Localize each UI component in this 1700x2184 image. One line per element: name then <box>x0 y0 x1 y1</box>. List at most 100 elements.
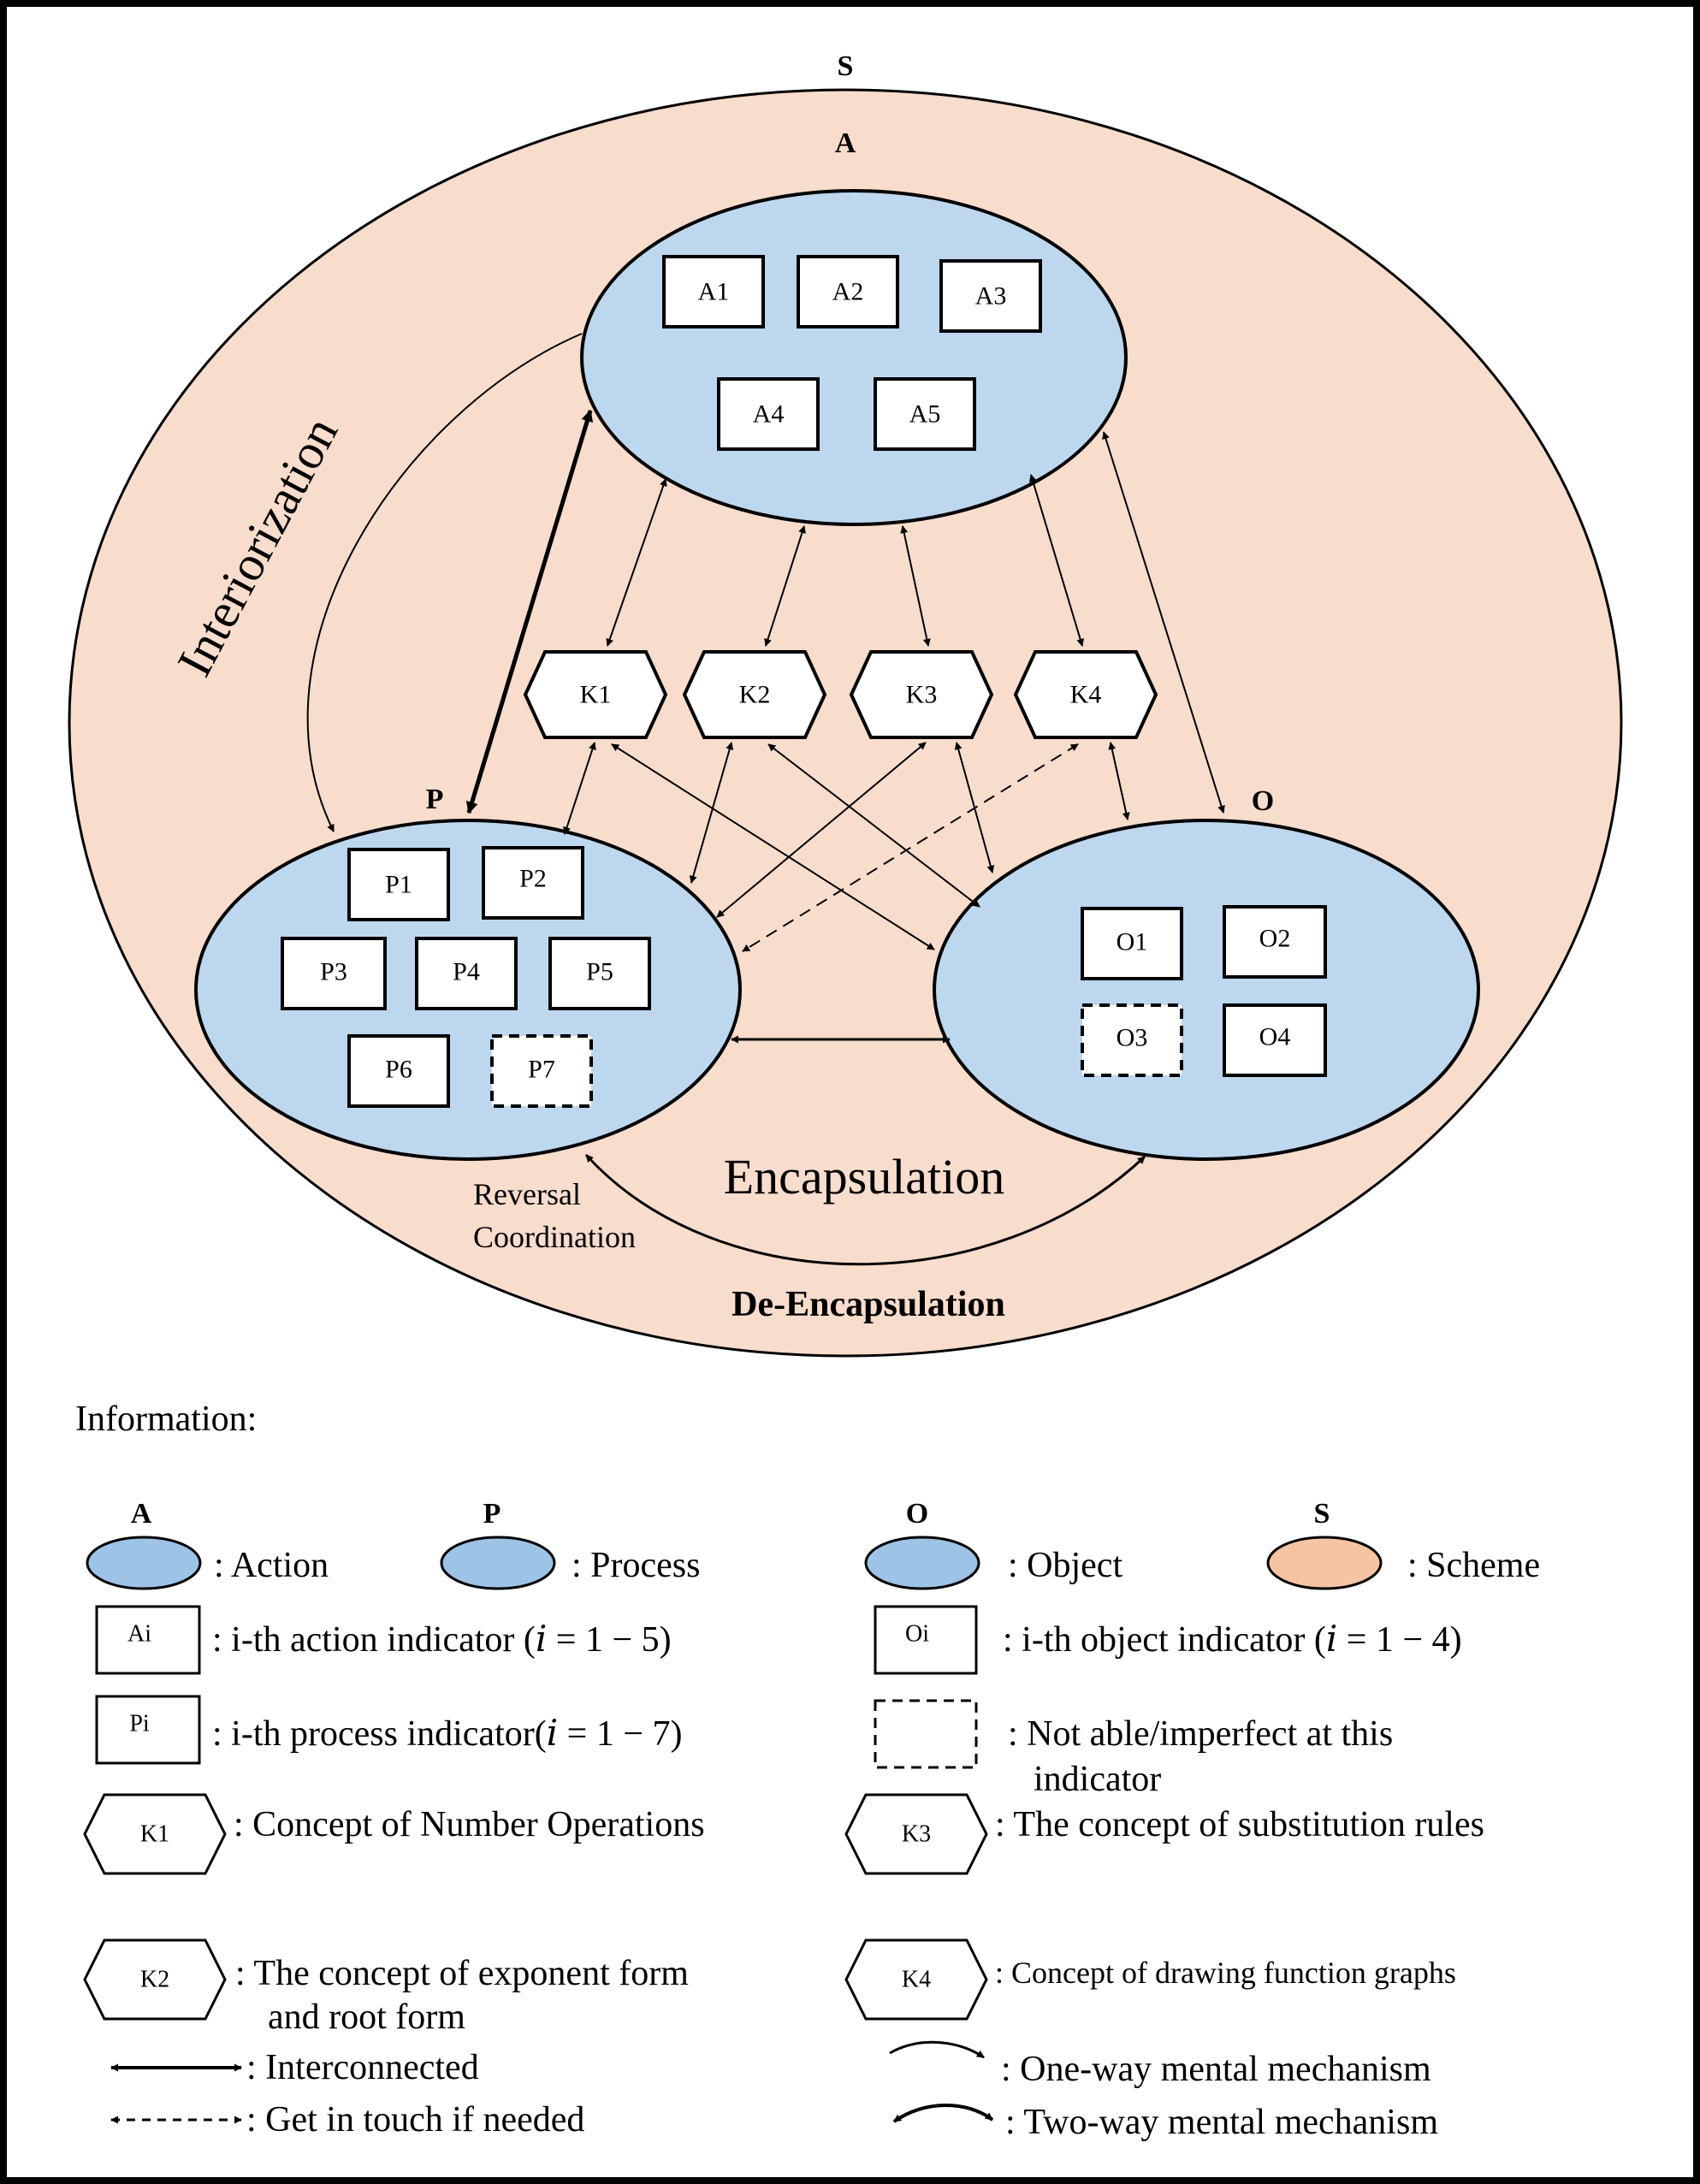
legend-object-ellipse <box>864 1536 980 1590</box>
svg-text:O4: O4 <box>1259 1023 1291 1051</box>
action-indicator-a4: A4 <box>717 377 820 451</box>
object-indicator-o2: O2 <box>1223 905 1327 979</box>
legend-k3-text: : The concept of substitution rules <box>995 1805 1484 1844</box>
legend-action-text: : Action <box>214 1546 329 1585</box>
legend-process-letter: P <box>483 1498 501 1530</box>
legend-process-ellipse <box>440 1536 556 1590</box>
legend-k4-hexagon <box>844 1938 988 2021</box>
legend-process-text: : Process <box>572 1546 701 1585</box>
svg-text:P5: P5 <box>586 958 613 986</box>
legend-ai-box-label: Ai <box>127 1621 151 1648</box>
legend-twoway-text: : Two-way mental mechanism <box>1005 2103 1438 2142</box>
legend-k4-label: K4 <box>902 1967 931 1993</box>
legend-oneway-text: : One-way mental mechanism <box>1001 2050 1431 2089</box>
svg-text:O2: O2 <box>1259 925 1291 953</box>
svg-text:A2: A2 <box>832 278 864 306</box>
svg-text:A3: A3 <box>975 282 1007 311</box>
legend-dashed-box <box>874 1699 978 1769</box>
svg-text:O3: O3 <box>1117 1024 1148 1052</box>
object-indicator-o1: O1 <box>1081 907 1183 980</box>
legend-oneway-arrow <box>889 2040 985 2059</box>
svg-text:P2: P2 <box>519 865 547 893</box>
svg-text:P3: P3 <box>320 958 347 986</box>
legend-pi-box <box>95 1695 201 1765</box>
process-indicator-p7: P7 <box>490 1034 593 1108</box>
svg-text:K1: K1 <box>580 681 612 709</box>
legend-oi-box-label: Oi <box>905 1621 929 1648</box>
coordination-label: Coordination <box>473 1220 636 1254</box>
action-indicator-a5: A5 <box>874 377 976 451</box>
encapsulation-label: Encapsulation <box>724 1149 1005 1204</box>
legend-interconnected-text: : Interconnected <box>246 2048 479 2087</box>
process-indicator-p4: P4 <box>415 937 518 1010</box>
svg-text:K4: K4 <box>1070 681 1102 709</box>
reversal-label: Reversal <box>473 1177 581 1211</box>
legend-k2-text-line1: : The concept of exponent form <box>235 1954 689 1993</box>
legend-touch-text: : Get in touch if needed <box>246 2100 584 2140</box>
process-indicator-p2: P2 <box>482 846 584 920</box>
action-indicator-a1: A1 <box>662 255 765 328</box>
legend-scheme-ellipse <box>1266 1536 1383 1590</box>
process-indicator-p3: P3 <box>281 937 387 1010</box>
arrows-action-concepts <box>606 474 1084 647</box>
svg-text:K2: K2 <box>739 681 771 709</box>
svg-text:A1: A1 <box>698 278 730 306</box>
legend-k2-text-line2: and root form <box>268 1998 465 2037</box>
object-label: O <box>1252 785 1274 817</box>
de-encapsulation-label: De-Encapsulation <box>732 1285 1005 1324</box>
encapsulation-arrow <box>584 1153 1146 1266</box>
scheme-label: S <box>838 50 854 82</box>
legend-oi-box <box>874 1605 978 1675</box>
arrows-concepts-po <box>563 742 1130 952</box>
legend-dashed-text-line1: : Not able/imperfect at this <box>1008 1714 1393 1754</box>
legend-k3-hexagon <box>844 1793 988 1875</box>
legend-dashed-text-line2: indicator <box>1034 1760 1161 1799</box>
svg-text:A4: A4 <box>753 400 785 429</box>
svg-text:P7: P7 <box>528 1056 555 1084</box>
svg-text:K3: K3 <box>906 681 938 709</box>
legend-scheme-letter: S <box>1314 1498 1330 1530</box>
interiorization-arrow <box>306 333 583 832</box>
concept-k1: K1 <box>523 650 668 739</box>
legend-pi-text: : i-th process indicator(𝑖 = 1 − 7) <box>212 1714 683 1754</box>
legend-k1-text: : Concept of Number Operations <box>234 1805 705 1844</box>
legend-ai-box <box>95 1605 201 1675</box>
process-indicator-p1: P1 <box>347 848 450 921</box>
legend-object-letter: O <box>906 1498 928 1530</box>
legend-k3-label: K3 <box>902 1821 931 1848</box>
legend-ai-text: : i-th action indicator (𝑖 = 1 − 5) <box>212 1620 672 1660</box>
legend-title: Information: <box>75 1400 257 1439</box>
legend-k1-hexagon <box>83 1793 227 1875</box>
arrow-action-process <box>465 409 594 814</box>
process-indicator-p5: P5 <box>548 937 651 1010</box>
legend-object-text: : Object <box>1008 1546 1122 1585</box>
svg-text:O1: O1 <box>1117 928 1148 956</box>
legend-oi-text: : i-th object indicator (𝑖 = 1 − 4) <box>1003 1620 1462 1660</box>
object-indicator-o4: O4 <box>1223 1003 1327 1077</box>
concept-k4: K4 <box>1013 650 1158 739</box>
legend-k1-label: K1 <box>140 1821 169 1848</box>
action-indicator-a2: A2 <box>797 255 899 328</box>
concept-k2: K2 <box>682 650 827 739</box>
legend-action-ellipse <box>86 1536 202 1590</box>
action-ellipse <box>580 189 1128 526</box>
legend-scheme-text: : Scheme <box>1407 1546 1540 1585</box>
svg-text:P1: P1 <box>385 871 412 899</box>
object-indicator-o3: O3 <box>1081 1003 1183 1077</box>
legend-pi-box-label: Pi <box>129 1711 150 1737</box>
object-ellipse <box>933 819 1480 1161</box>
action-indicator-a3: A3 <box>939 259 1042 333</box>
legend-k2-hexagon <box>83 1938 227 2021</box>
process-label: P <box>426 784 444 815</box>
svg-text:P4: P4 <box>453 958 480 986</box>
svg-text:P6: P6 <box>385 1056 412 1084</box>
action-label: A <box>835 127 856 159</box>
process-indicator-p6: P6 <box>347 1034 450 1108</box>
legend-twoway-arrow <box>892 2104 994 2123</box>
arrow-action-object <box>1102 431 1225 814</box>
svg-text:A5: A5 <box>909 400 941 429</box>
legend-k2-label: K2 <box>140 1967 169 1993</box>
legend-k4-text: : Concept of drawing function graphs <box>995 1956 1456 1990</box>
